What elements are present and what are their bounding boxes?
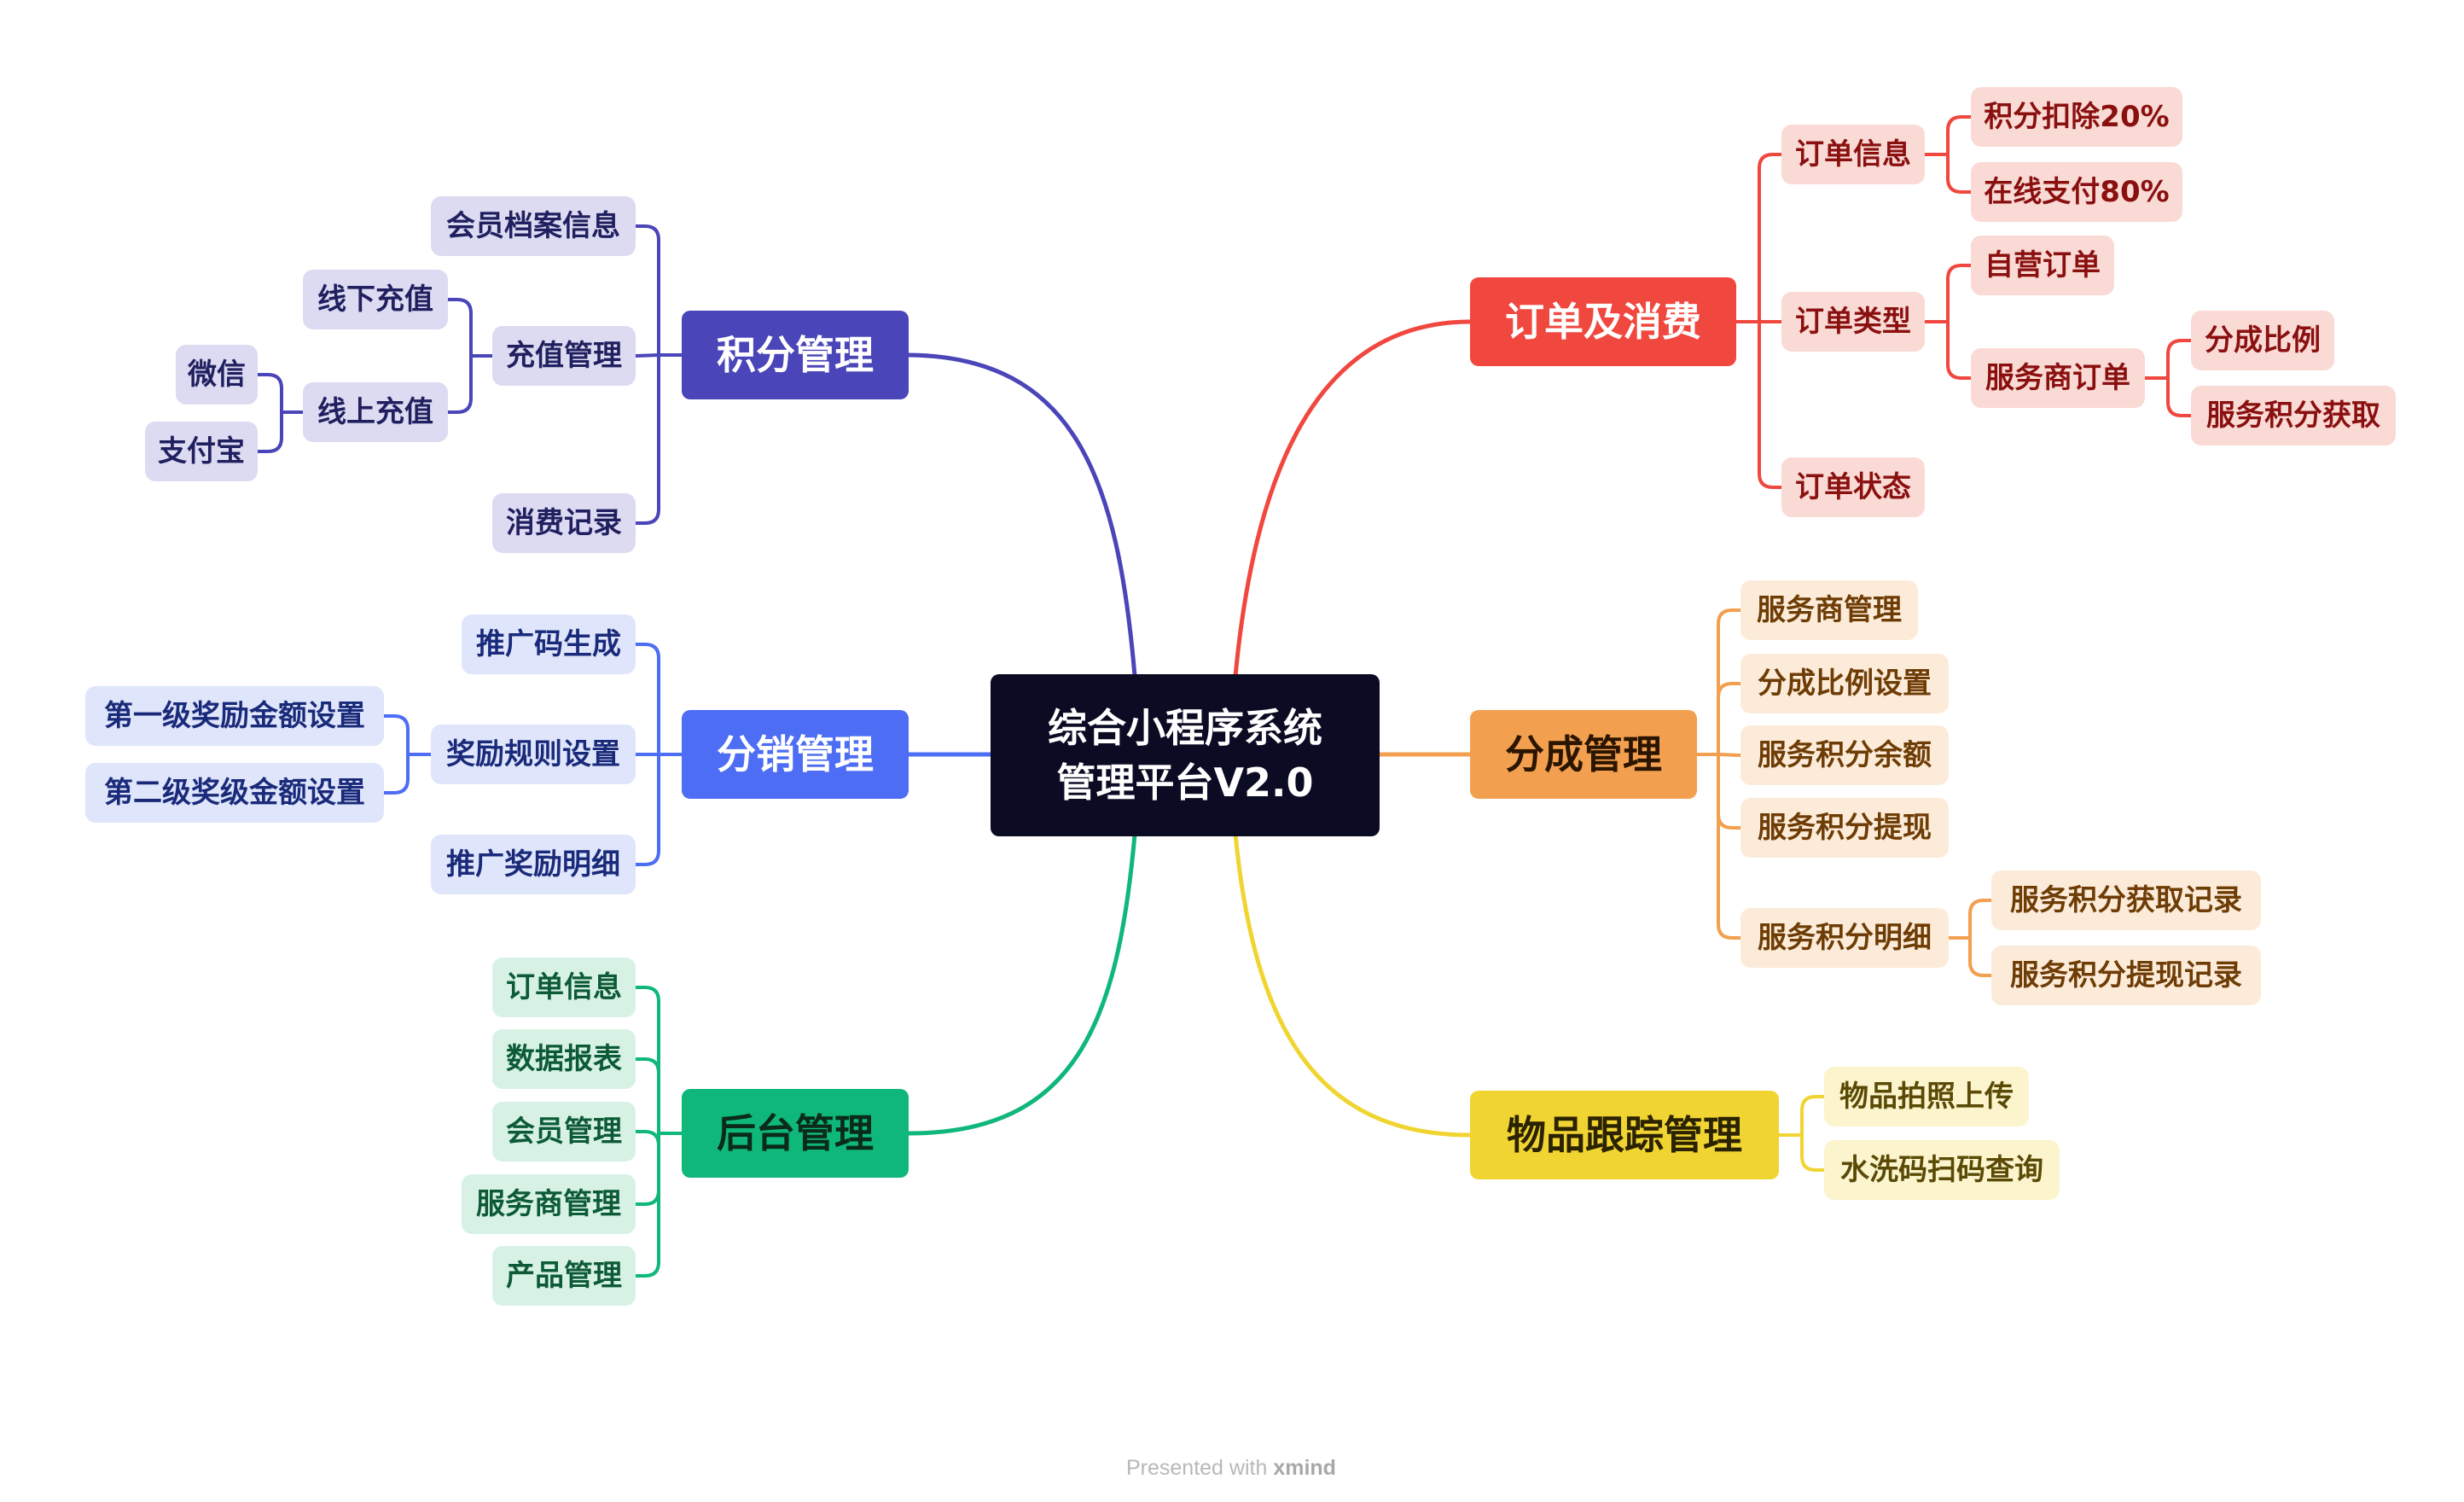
root-to-tracking-curve bbox=[1233, 832, 1473, 1138]
points-bracket-link-2 bbox=[634, 353, 660, 525]
topic-order-info[interactable]: 订单信息 bbox=[1781, 125, 1925, 184]
topic-points-management[interactable]: 积分管理 bbox=[682, 311, 909, 399]
order-info-bracket-link-1 bbox=[1946, 153, 1973, 194]
root-topic-line1: 综合小程序系统 bbox=[1048, 705, 1322, 751]
root-to-points-curve bbox=[906, 352, 1137, 678]
order-type-bracket-link-0 bbox=[1946, 264, 1973, 323]
provider-order-bracket-link-1 bbox=[2166, 376, 2193, 417]
topic-points-withdraw[interactable]: 服务积分提现 bbox=[1740, 798, 1949, 858]
online-recharge-bracket-link-0 bbox=[256, 373, 283, 414]
topic-backend-provider-management[interactable]: 服务商管理 bbox=[462, 1174, 636, 1234]
reward-rules-bracket-link-0 bbox=[382, 714, 410, 756]
topic-points-gain-records[interactable]: 服务积分获取记录 bbox=[1991, 870, 2261, 930]
topic-online-pay[interactable]: 在线支付80% bbox=[1971, 162, 2182, 222]
recharge-bracket-link-0 bbox=[446, 298, 473, 358]
topic-alipay[interactable]: 支付宝 bbox=[145, 422, 258, 481]
root-topic[interactable]: 综合小程序系统 管理平台V2.0 bbox=[991, 674, 1380, 836]
footer-credit: Presented with xmind bbox=[1126, 1456, 1348, 1485]
orders-bracket-link-0 bbox=[1758, 153, 1783, 323]
online-recharge-bracket-link-1 bbox=[256, 410, 283, 453]
topic-commission-provider-management[interactable]: 服务商管理 bbox=[1740, 580, 1918, 640]
xmind-logo: xmind bbox=[1273, 1456, 1336, 1480]
topic-distribution-management[interactable]: 分销管理 bbox=[682, 710, 909, 799]
topic-consumption-records[interactable]: 消费记录 bbox=[492, 493, 636, 553]
backend-bracket-link-0 bbox=[634, 986, 660, 1135]
commission-bracket-link-1 bbox=[1717, 682, 1742, 756]
points-bracket-link-1 bbox=[634, 353, 660, 358]
points-details-bracket-link-0 bbox=[1968, 899, 1993, 940]
topic-provider-order[interactable]: 服务商订单 bbox=[1971, 348, 2145, 408]
topic-service-points-gain[interactable]: 服务积分获取 bbox=[2191, 386, 2396, 445]
commission-bracket-link-0 bbox=[1717, 608, 1742, 756]
tracking-bracket-link-1 bbox=[1800, 1133, 1826, 1172]
topic-reward-rules[interactable]: 奖励规则设置 bbox=[431, 725, 636, 784]
topic-recharge-management[interactable]: 充值管理 bbox=[492, 326, 636, 386]
provider-order-bracket-link-0 bbox=[2166, 339, 2193, 380]
backend-bracket-link-2 bbox=[634, 1130, 660, 1146]
topic-offline-recharge[interactable]: 线下充值 bbox=[303, 270, 448, 329]
backend-bracket-link-3 bbox=[634, 1132, 660, 1206]
topic-product-management[interactable]: 产品管理 bbox=[492, 1246, 636, 1306]
commission-bracket-link-2 bbox=[1717, 753, 1742, 757]
root-to-backend-curve bbox=[906, 832, 1137, 1136]
topic-reward-details[interactable]: 推广奖励明细 bbox=[431, 835, 636, 894]
recharge-bracket-link-1 bbox=[446, 354, 473, 414]
backend-bracket-link-4 bbox=[634, 1132, 660, 1278]
topic-member-management[interactable]: 会员管理 bbox=[492, 1102, 636, 1161]
distribution-bracket-link-2 bbox=[634, 753, 660, 866]
footer-prefix: Presented with bbox=[1126, 1456, 1268, 1480]
topic-ratio-settings[interactable]: 分成比例设置 bbox=[1740, 654, 1949, 713]
topic-item-tracking[interactable]: 物品跟踪管理 bbox=[1470, 1091, 1779, 1179]
order-info-bracket-link-0 bbox=[1946, 115, 1973, 156]
topic-order-status[interactable]: 订单状态 bbox=[1781, 457, 1925, 517]
topic-member-profile[interactable]: 会员档案信息 bbox=[431, 196, 636, 256]
topic-wash-code-query[interactable]: 水洗码扫码查询 bbox=[1824, 1140, 2060, 1200]
topic-online-recharge[interactable]: 线上充值 bbox=[303, 382, 448, 442]
topic-points-balance[interactable]: 服务积分余额 bbox=[1740, 725, 1949, 785]
topic-wechat[interactable]: 微信 bbox=[176, 345, 258, 405]
commission-bracket-link-4 bbox=[1717, 753, 1742, 940]
topic-backend-order-info[interactable]: 订单信息 bbox=[492, 958, 636, 1017]
tracking-bracket-link-0 bbox=[1800, 1095, 1826, 1137]
topic-self-order[interactable]: 自营订单 bbox=[1971, 236, 2114, 295]
backend-bracket-link-1 bbox=[634, 1057, 660, 1135]
reward-rules-bracket-link-1 bbox=[382, 753, 410, 795]
orders-bracket-link-2 bbox=[1758, 320, 1783, 489]
topic-split-ratio[interactable]: 分成比例 bbox=[2191, 311, 2334, 370]
topic-orders-consumption[interactable]: 订单及消费 bbox=[1470, 277, 1736, 366]
topic-order-type[interactable]: 订单类型 bbox=[1781, 292, 1925, 352]
topic-backend-management[interactable]: 后台管理 bbox=[682, 1089, 909, 1178]
topic-data-reports[interactable]: 数据报表 bbox=[492, 1029, 636, 1089]
topic-commission-management[interactable]: 分成管理 bbox=[1470, 710, 1697, 799]
topic-promo-code[interactable]: 推广码生成 bbox=[462, 614, 636, 674]
topic-points-withdraw-records[interactable]: 服务积分提现记录 bbox=[1991, 946, 2261, 1005]
order-type-bracket-link-1 bbox=[1946, 320, 1973, 380]
points-bracket-link-0 bbox=[634, 224, 660, 357]
topic-points-details[interactable]: 服务积分明细 bbox=[1740, 908, 1949, 968]
root-topic-line2: 管理平台V2.0 bbox=[1056, 760, 1314, 806]
distribution-bracket-link-0 bbox=[634, 643, 660, 756]
topic-photo-upload[interactable]: 物品拍照上传 bbox=[1824, 1067, 2029, 1126]
topic-level1-reward[interactable]: 第一级奖励金额设置 bbox=[85, 686, 384, 746]
root-to-orders-curve bbox=[1233, 319, 1473, 678]
topic-level2-reward[interactable]: 第二级奖级金额设置 bbox=[85, 763, 384, 823]
commission-bracket-link-3 bbox=[1717, 753, 1742, 830]
topic-points-deduct[interactable]: 积分扣除20% bbox=[1971, 87, 2182, 147]
points-details-bracket-link-1 bbox=[1968, 936, 1993, 977]
